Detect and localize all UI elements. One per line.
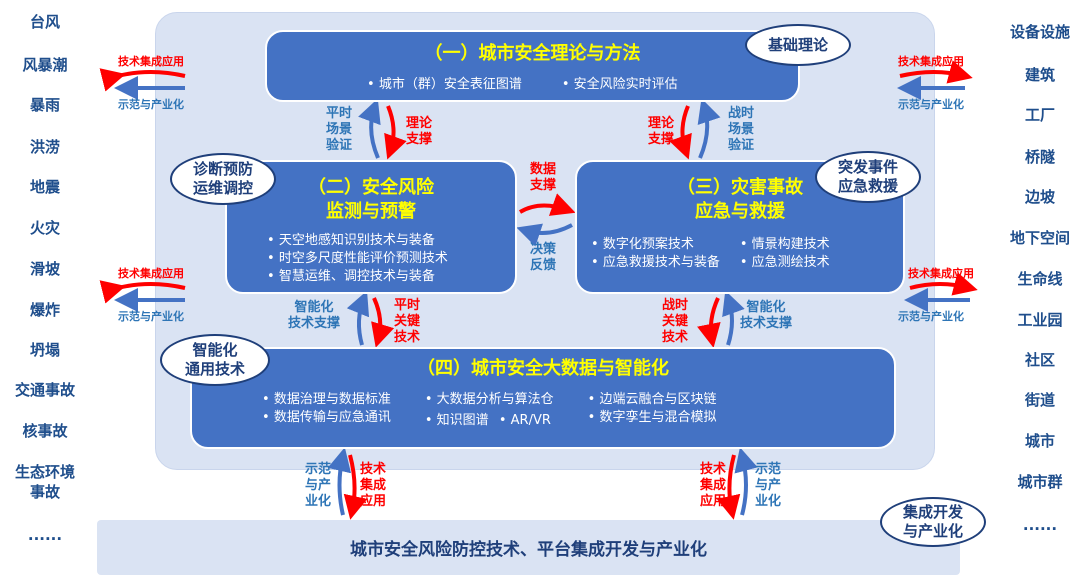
object-item: 城市 — [1024, 432, 1055, 450]
box2-bullet: 天空地感知识别技术与装备 — [267, 232, 515, 250]
hazard-item: 台风 — [29, 13, 60, 31]
object-item: 街道 — [1024, 391, 1055, 409]
left-red-label-1: 技术集成应用 — [118, 55, 184, 68]
hazard-item: 交通事故 — [14, 381, 75, 399]
hazard-item: 核事故 — [22, 422, 68, 440]
box2-bullet: 时空多尺度性能评价预测技术 — [267, 250, 515, 268]
tag-line: 智能化 — [192, 341, 238, 359]
box1-bullet: 城市（群）安全表征图谱 — [367, 76, 522, 94]
hazard-item: 风暴潮 — [22, 56, 68, 74]
label-ai-support-2: 智能化 技术支撑 — [740, 300, 793, 331]
hazard-item: 暴雨 — [29, 96, 60, 114]
object-item: ...... — [1022, 516, 1058, 534]
label-ai-support: 智能化 技术支撑 — [288, 300, 341, 331]
label-theory-support-2: 理论 支撑 — [648, 116, 675, 147]
box3-bullet: 应急救援技术与装备 — [591, 254, 720, 272]
box4-bullet: 数据传输与应急通讯 — [262, 409, 391, 427]
left-red-label-2: 技术集成应用 — [118, 267, 184, 280]
object-item: 桥隧 — [1024, 148, 1055, 166]
label-demo-2: 示范 与产 业化 — [755, 462, 782, 509]
tag-line: 应急救援 — [837, 177, 898, 195]
hazard-item: 滑坡 — [29, 260, 60, 278]
label-data-support: 数据 支撑 — [530, 162, 557, 193]
label-zhanshi-key: 战时 关键 技术 — [662, 298, 689, 345]
right-blue-label-2: 示范与产业化 — [898, 310, 964, 323]
box2-title1: （二）安全风险 — [308, 177, 434, 198]
hazard-item: 生态环境 事故 — [14, 463, 75, 501]
box4-bullet: 数字孪生与混合模拟 — [588, 409, 716, 427]
tag-line: 集成开发 — [902, 503, 963, 521]
object-item: 建筑 — [1024, 66, 1055, 84]
tag-intelligence: 智能化通用技术 — [160, 334, 270, 386]
right-blue-label-1: 示范与产业化 — [898, 98, 964, 111]
hazard-item: 坍塌 — [29, 341, 60, 359]
bottom-bar: 城市安全风险防控技术、平台集成开发与产业化 — [97, 520, 960, 575]
box4-bullet: AR/VR — [499, 413, 551, 428]
box3-bullet: 情景构建技术 — [740, 236, 830, 254]
tag-line: 诊断预防 — [192, 160, 253, 178]
left-blue-label-2: 示范与产业化 — [118, 310, 184, 323]
label-zhanshi-verify: 战时 场景 验证 — [728, 106, 755, 153]
box-theory: （一）城市安全理论与方法 城市（群）安全表征图谱 安全风险实时评估 — [265, 30, 800, 102]
box4-title: （四）城市安全大数据与智能化 — [417, 358, 669, 379]
right-red-label-1: 技术集成应用 — [898, 55, 964, 68]
object-item: 地下空间 — [1009, 229, 1070, 247]
box4-bullet: 大数据分析与算法仓 — [425, 391, 554, 409]
object-item: 社区 — [1024, 351, 1055, 369]
tag-emergency: 突发事件应急救援 — [815, 151, 921, 203]
tag-basic-theory: 基础理论 — [745, 24, 851, 66]
box-bigdata: （四）城市安全大数据与智能化 数据治理与数据标准数据传输与应急通讯 大数据分析与… — [190, 347, 896, 449]
object-item: 生命线 — [1017, 270, 1063, 288]
box2-bullet: 智慧运维、调控技术与装备 — [267, 268, 515, 286]
box3-bullet: 应急测绘技术 — [740, 254, 830, 272]
label-integration-2: 技术 集成 应用 — [700, 462, 727, 509]
box4-bullet: 边端云融合与区块链 — [588, 391, 716, 409]
hazard-item: 地震 — [29, 178, 60, 196]
tag-line: 运维调控 — [192, 179, 253, 197]
box3-bullet: 数字化预案技术 — [591, 236, 720, 254]
tag-line: 通用技术 — [184, 360, 245, 378]
box4-bullet: 知识图谱 — [425, 413, 489, 428]
label-decision-feedback: 决策 反馈 — [530, 242, 557, 273]
label-pingshi-verify: 平时 场景 验证 — [326, 106, 353, 153]
right-red-label-2: 技术集成应用 — [908, 267, 974, 280]
label-theory-support: 理论 支撑 — [406, 116, 433, 147]
box3-title2: 应急与救援 — [695, 201, 785, 222]
bottom-label: 城市安全风险防控技术、平台集成开发与产业化 — [350, 540, 707, 560]
hazard-item: 爆炸 — [29, 301, 60, 319]
tag-line: 与产业化 — [902, 522, 963, 540]
label-demo-1: 示范 与产 业化 — [305, 462, 332, 509]
hazard-item: 洪涝 — [29, 138, 60, 156]
object-item: 工业园 — [1017, 311, 1063, 329]
object-item: 边坡 — [1024, 188, 1055, 206]
box1-bullet: 安全风险实时评估 — [562, 76, 678, 94]
box2-title2: 监测与预警 — [326, 201, 416, 222]
object-item: 设备设施 — [1009, 23, 1070, 41]
object-item: 工厂 — [1024, 106, 1055, 124]
tag-line: 突发事件 — [837, 158, 898, 176]
box1-title: （一）城市安全理论与方法 — [424, 43, 641, 64]
tag-diagnosis: 诊断预防运维调控 — [170, 153, 276, 205]
label-integration-1: 技术 集成 应用 — [360, 462, 387, 509]
object-item: 城市群 — [1017, 473, 1063, 491]
hazard-item: ...... — [27, 526, 63, 544]
label-pingshi-key: 平时 关键 技术 — [394, 298, 421, 345]
hazard-item: 火灾 — [29, 219, 60, 237]
left-blue-label-1: 示范与产业化 — [118, 98, 184, 111]
box4-bullet: 数据治理与数据标准 — [262, 391, 391, 409]
tag-integration: 集成开发与产业化 — [880, 497, 986, 547]
box3-title1: （三）灾害事故 — [677, 177, 803, 198]
